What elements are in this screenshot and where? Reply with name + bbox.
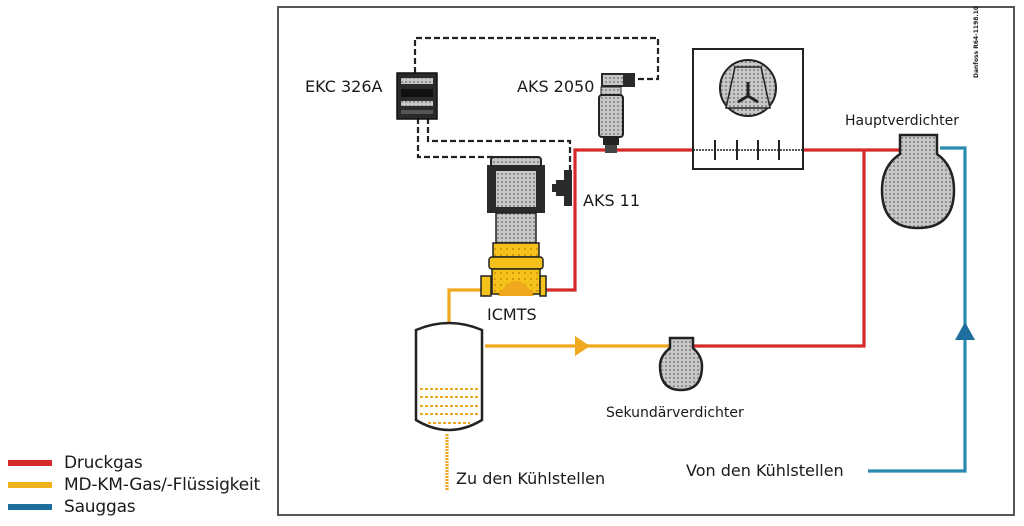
aks2050-transmitter[interactable] — [598, 73, 635, 153]
ekc-label: EKC 326A — [305, 77, 383, 96]
from-consumers-label: Von den Kühlstellen — [686, 461, 844, 480]
legend-label: Druckgas — [64, 453, 143, 473]
condenser[interactable] — [692, 48, 804, 170]
secondary-compressor-label: Sekundärverdichter — [606, 405, 744, 421]
legend-item-suction: Sauggas — [8, 496, 260, 518]
corner-note: Danfoss R64-1198.10 — [973, 6, 980, 78]
aks11-label: AKS 11 — [583, 191, 640, 210]
legend: Druckgas MD-KM-Gas/-Flüssigkeit Sauggas — [8, 452, 260, 518]
legend-label: Sauggas — [64, 497, 136, 517]
diagram-frame — [277, 6, 1015, 516]
icmts-label: ICMTS — [487, 305, 537, 324]
signal-lines — [413, 36, 660, 172]
secondary-compressor[interactable] — [658, 336, 704, 392]
ekc-controller[interactable] — [396, 72, 438, 120]
main-compressor[interactable] — [880, 133, 956, 230]
legend-swatch-discharge — [8, 460, 52, 466]
main-compressor-label: Hauptverdichter — [845, 113, 959, 129]
legend-item-discharge: Druckgas — [8, 452, 260, 474]
suction-lines — [868, 146, 967, 473]
icmts-valve[interactable] — [480, 156, 547, 297]
discharge-line-secondary-to-main — [692, 150, 866, 348]
discharge-lines — [543, 148, 900, 348]
legend-label: MD-KM-Gas/-Flüssigkeit — [64, 475, 260, 495]
aks2050-label: AKS 2050 — [517, 77, 594, 96]
legend-swatch-liquid — [8, 482, 52, 488]
discharge-line-icmts-to-condenser — [543, 148, 694, 292]
signal-line-ekc-to-icmts — [416, 118, 497, 159]
legend-swatch-suction — [8, 504, 52, 510]
flow-arrow-liquid — [575, 336, 590, 356]
signal-line-ekc-to-aks11 — [426, 118, 572, 172]
to-consumers-label: Zu den Kühlstellen — [456, 469, 605, 488]
aks11-sensor[interactable] — [552, 170, 572, 206]
suction-line-from-consumers — [868, 146, 967, 473]
legend-item-liquid: MD-KM-Gas/-Flüssigkeit — [8, 474, 260, 496]
receiver-vessel[interactable] — [414, 321, 484, 432]
liquid-line-icmts-to-receiver — [447, 288, 482, 322]
flow-arrow-suction — [955, 322, 975, 340]
signal-line-ekc-to-aks2050 — [413, 36, 660, 81]
